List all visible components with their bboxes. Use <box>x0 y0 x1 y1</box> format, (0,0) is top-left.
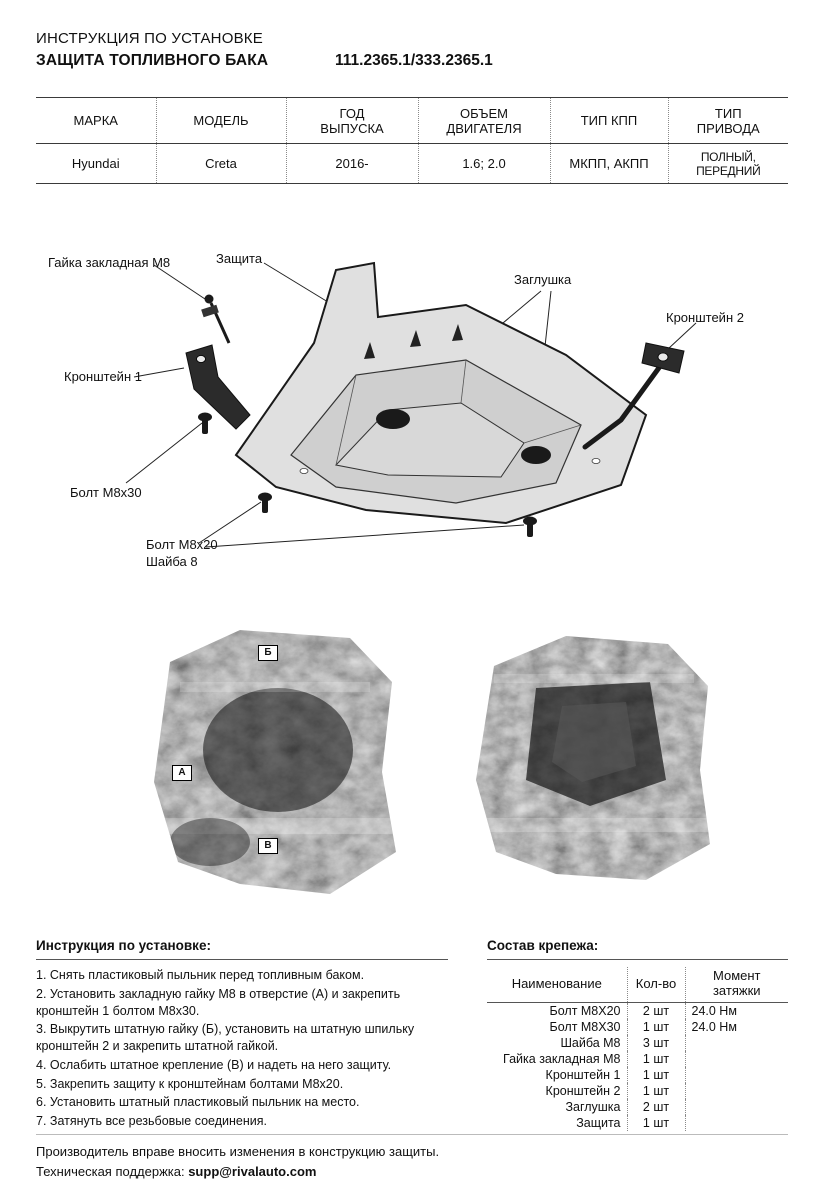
spec-header-model: МОДЕЛЬ <box>155 97 286 144</box>
instructions-title: Инструкция по установке: <box>36 938 448 960</box>
spec-value-drive: ПОЛНЫЙ, ПЕРЕДНИЙ <box>667 143 788 184</box>
hardware-qty: 2 шт <box>626 1002 685 1019</box>
manufacturer-note: Производитель вправе вносить изменения в… <box>36 1144 440 1159</box>
hardware-torque <box>684 1115 788 1131</box>
hardware-header-name: Наименование <box>487 967 627 1003</box>
hardware-torque <box>684 1035 788 1051</box>
hardware-qty: 1 шт <box>626 1067 685 1083</box>
hardware-torque <box>684 1083 788 1099</box>
label-bracket1: Кронштейн 1 <box>64 369 142 384</box>
hardware-header-row: Наименование Кол-во Момент затяжки <box>487 967 788 1003</box>
photo-underbody-before: Б А В <box>150 622 400 900</box>
instruction-step-3: 3. Выкрутить штатную гайку (Б), установи… <box>36 1022 415 1053</box>
marker-a: А <box>172 765 192 781</box>
hardware-header-torque: Момент затяжки <box>684 967 788 1003</box>
instruction-step-1: 1. Снять пластиковый пыльник перед топли… <box>36 968 365 982</box>
hardware-torque: 24.0 Нм <box>684 1002 788 1019</box>
shield-part <box>234 261 648 525</box>
hardware-name: Кронштейн 1 <box>545 1068 621 1082</box>
hardware-torque <box>684 1099 788 1115</box>
hardware-row: Кронштейн 2 1 шт <box>487 1083 788 1099</box>
instruction-step-5: 5. Закрепить защиту к кронштейнам болтам… <box>36 1076 344 1091</box>
bolt-m8x30-part <box>198 412 212 434</box>
spec-data-row: Hyundai Creta 2016- 1.6; 2.0 МКПП, АКПП … <box>36 143 788 184</box>
nut-part <box>201 294 231 344</box>
hardware-name: Кронштейн 2 <box>545 1084 621 1098</box>
hardware-name: Гайка закладная М8 <box>503 1052 621 1066</box>
hardware-qty: 1 шт <box>626 1051 685 1067</box>
hardware-row: Болт М8Х30 1 шт 24.0 Нм <box>487 1019 788 1035</box>
hardware-row: Шайба М8 3 шт <box>487 1035 788 1051</box>
hardware-row: Гайка закладная М8 1 шт <box>487 1051 788 1067</box>
spec-header-brand: МАРКА <box>73 113 118 128</box>
bolt-m8x20-part1 <box>258 492 272 513</box>
plug2-part <box>521 446 551 464</box>
hardware-torque <box>684 1067 788 1083</box>
hardware-row: Кронштейн 1 1 шт <box>487 1067 788 1083</box>
hardware-qty: 3 шт <box>626 1035 685 1051</box>
product-title: ЗАЩИТА ТОПЛИВНОГО БАКА <box>36 52 269 69</box>
exploded-diagram-drawing <box>125 261 697 548</box>
installation-instructions: Инструкция по установке: 1. Снять пласти… <box>36 938 448 1132</box>
spec-header-year: ГОД ВЫПУСКА <box>285 97 418 144</box>
bolt-m8x20-part2 <box>523 516 537 537</box>
hardware-qty: 1 шт <box>626 1083 685 1099</box>
hardware-qty: 2 шт <box>626 1099 685 1115</box>
instruction-step-6: 6. Установить штатный пластиковый пыльни… <box>36 1095 360 1110</box>
label-shield: Защита <box>216 251 263 266</box>
exploded-diagram: Гайка закладная М8 Защита Заглушка Кронш… <box>36 225 788 620</box>
hardware-name: Защита <box>576 1116 621 1130</box>
support-label: Техническая поддержка: <box>36 1164 189 1179</box>
label-bolt20: Болт М8х20 <box>146 537 218 552</box>
hardware-header-qty: Кол-во <box>626 967 685 1003</box>
instruction-step-2: 2. Установить закладную гайку М8 в отвер… <box>36 986 401 1018</box>
hardware-title: Состав крепежа: <box>487 938 788 960</box>
marker-b: Б <box>258 645 278 661</box>
hardware-torque <box>684 1051 788 1067</box>
label-plug: Заглушка <box>514 272 572 287</box>
support-email: supp@rivalauto.com <box>188 1164 317 1179</box>
spec-header-row: МАРКА МОДЕЛЬ ГОД ВЫПУСКА ОБЪЕМ ДВИГАТЕЛЯ… <box>36 97 788 144</box>
hardware-qty: 1 шт <box>626 1115 685 1131</box>
label-washer: Шайба 8 <box>146 554 198 569</box>
hardware-name: Болт М8Х30 <box>549 1020 621 1034</box>
hardware-table: Наименование Кол-во Момент затяжки Болт … <box>487 967 788 1131</box>
instruction-step-7: 7. Затянуть все резьбовые соединения. <box>36 1114 267 1128</box>
label-nut: Гайка закладная М8 <box>48 255 171 270</box>
marker-v: В <box>258 838 278 854</box>
spec-value-gearbox: МКПП, АКПП <box>549 143 668 184</box>
hardware-row: Болт М8Х20 2 шт 24.0 Нм <box>487 1002 788 1019</box>
spec-value-engine: 1.6; 2.0 <box>417 143 550 184</box>
support-line: Техническая поддержка: supp@rivalauto.co… <box>36 1164 788 1179</box>
hardware-qty: 1 шт <box>626 1019 685 1035</box>
spec-header-gearbox: ТИП КПП <box>549 97 668 144</box>
hardware-row: Защита 1 шт <box>487 1115 788 1131</box>
spec-value-model: Creta <box>155 143 286 184</box>
label-bolt30: Болт М8х30 <box>70 485 142 500</box>
bracket1-part <box>185 344 251 430</box>
label-bracket2: Кронштейн 2 <box>666 310 744 325</box>
spec-header-engine: ОБЪЕМ ДВИГАТЕЛЯ <box>417 97 550 144</box>
bracket2-part <box>582 342 685 450</box>
part-numbers: 111.2365.1/333.2365.1 <box>335 52 493 69</box>
instruction-step-4: 4. Ослабить штатное крепление (В) и наде… <box>36 1057 392 1072</box>
spec-value-year: 2016- <box>285 143 418 184</box>
hardware-name: Шайба М8 <box>560 1036 621 1050</box>
hardware-name: Болт М8Х20 <box>549 1004 621 1018</box>
hardware-torque: 24.0 Нм <box>684 1019 788 1035</box>
page-footer: Производитель вправе вносить изменения в… <box>36 1134 788 1179</box>
plug1-part <box>376 409 410 429</box>
photo-underbody-after <box>470 630 716 886</box>
spec-header-drive: ТИП ПРИВОДА <box>667 97 788 144</box>
hardware-name: Заглушка <box>565 1100 621 1114</box>
spec-value-brand: Hyundai <box>71 156 120 171</box>
hardware-row: Заглушка 2 шт <box>487 1099 788 1115</box>
doc-title: ИНСТРУКЦИЯ ПО УСТАНОВКЕ <box>36 30 263 47</box>
hardware-list: Состав крепежа: Наименование Кол-во Моме… <box>487 938 788 1131</box>
spec-table: МАРКА МОДЕЛЬ ГОД ВЫПУСКА ОБЪЕМ ДВИГАТЕЛЯ… <box>36 97 788 184</box>
